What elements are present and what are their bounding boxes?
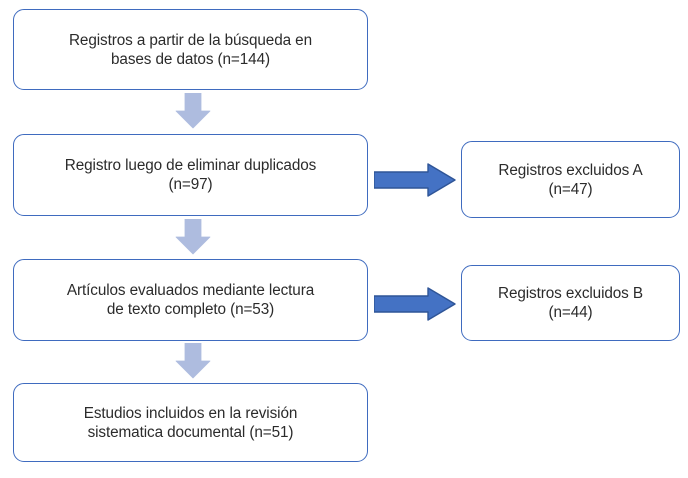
arrow-down-icon xyxy=(175,219,211,255)
arrow-right-icon xyxy=(374,287,456,321)
flow-box-excluded-a[interactable]: Registros excluidos A (n=47) xyxy=(461,141,680,218)
flow-box-excluded-b[interactable]: Registros excluidos B (n=44) xyxy=(461,265,680,341)
arrow-down-icon xyxy=(175,93,211,129)
flow-box-fulltext-assessed-label: Artículos evaluados mediante lectura de … xyxy=(66,282,315,318)
flow-box-fulltext-assessed[interactable]: Artículos evaluados mediante lectura de … xyxy=(13,259,368,341)
flow-box-excluded-a-label: Registros excluidos A (n=47) xyxy=(498,161,643,198)
flow-box-excluded-b-label: Registros excluidos B (n=44) xyxy=(498,285,643,321)
flow-box-studies-included[interactable]: Estudios incluidos en la revisión sistem… xyxy=(13,383,368,462)
flow-box-records-deduped-label: Registro luego de eliminar duplicados (n… xyxy=(64,157,317,193)
flow-box-records-identified-label: Registros a partir de la búsqueda en bas… xyxy=(68,31,312,68)
arrow-down-icon xyxy=(175,343,211,379)
flow-box-records-identified[interactable]: Registros a partir de la búsqueda en bas… xyxy=(13,9,368,90)
arrow-right-icon xyxy=(374,163,456,197)
flow-box-records-deduped[interactable]: Registro luego de eliminar duplicados (n… xyxy=(13,134,368,216)
flow-box-studies-included-label: Estudios incluidos en la revisión sistem… xyxy=(83,404,298,441)
